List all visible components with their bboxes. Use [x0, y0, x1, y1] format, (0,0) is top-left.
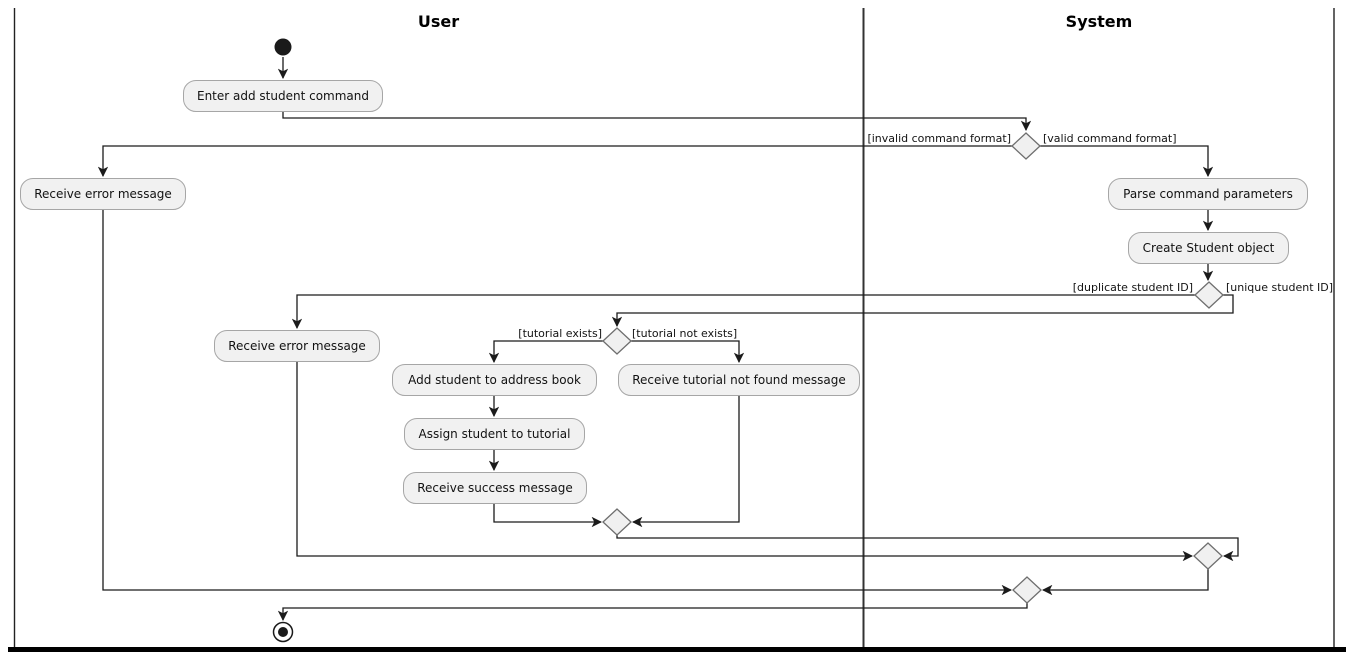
guard-tutorial-not-exists: [tutorial not exists] — [632, 327, 738, 340]
activity-enter-add-student-command: Enter add student command — [183, 80, 383, 112]
activity-receive-error-message-1: Receive error message — [20, 178, 186, 210]
decision-command-format — [1011, 132, 1041, 160]
edge-error1-to-merge3 — [102, 209, 1013, 596]
activity-receive-tutorial-not-found-message: Receive tutorial not found message — [618, 364, 860, 396]
guard-invalid-command-format: [invalid command format] — [867, 132, 1011, 145]
decision-student-id — [1194, 281, 1224, 309]
guard-tutorial-exists: [tutorial exists] — [518, 327, 602, 340]
activity-receive-error-message-2: Receive error message — [214, 330, 380, 362]
edge-duplicate-to-error2 — [291, 294, 1195, 330]
edge-notexists-to-notfound — [631, 340, 745, 364]
edge-merge3-to-end — [277, 603, 1028, 622]
activity-receive-success-message: Receive success message — [403, 472, 587, 504]
decision-tutorial — [602, 327, 632, 355]
guard-duplicate-student-id: [duplicate student ID] — [1072, 281, 1193, 294]
edge-merge2-to-merge3 — [1041, 569, 1209, 596]
edge-valid-to-parse — [1040, 145, 1214, 178]
edge-error2-to-merge2 — [296, 361, 1194, 562]
activity-add-student-to-address-book: Add student to address book — [392, 364, 597, 396]
end-node — [278, 627, 288, 637]
guard-valid-command-format: [valid command format] — [1043, 132, 1177, 145]
merge-tutorial — [602, 508, 632, 536]
edge-invalid-to-error1 — [97, 145, 1012, 178]
guard-unique-student-id: [unique student ID] — [1226, 281, 1334, 294]
edge-success-to-merge1 — [493, 503, 603, 528]
edge-exists-to-add — [488, 340, 603, 364]
activity-assign-student-to-tutorial: Assign student to tutorial — [404, 418, 585, 450]
edge-enter-to-decision1 — [282, 111, 1032, 132]
edge-notfound-to-merge1 — [631, 395, 740, 528]
lane-title-user: User — [417, 12, 460, 31]
edges — [97, 57, 1239, 622]
lane-title-system: System — [1065, 12, 1133, 31]
merge-student-id — [1193, 542, 1223, 570]
start-node — [274, 38, 292, 56]
edge-merge1-to-merge2 — [616, 535, 1239, 562]
diagram-bottom-bar — [8, 647, 1346, 652]
edge-unique-to-decision3 — [611, 294, 1234, 328]
activity-create-student-object: Create Student object — [1128, 232, 1289, 264]
merge-command-format — [1012, 576, 1042, 604]
activity-parse-command-parameters: Parse command parameters — [1108, 178, 1308, 210]
